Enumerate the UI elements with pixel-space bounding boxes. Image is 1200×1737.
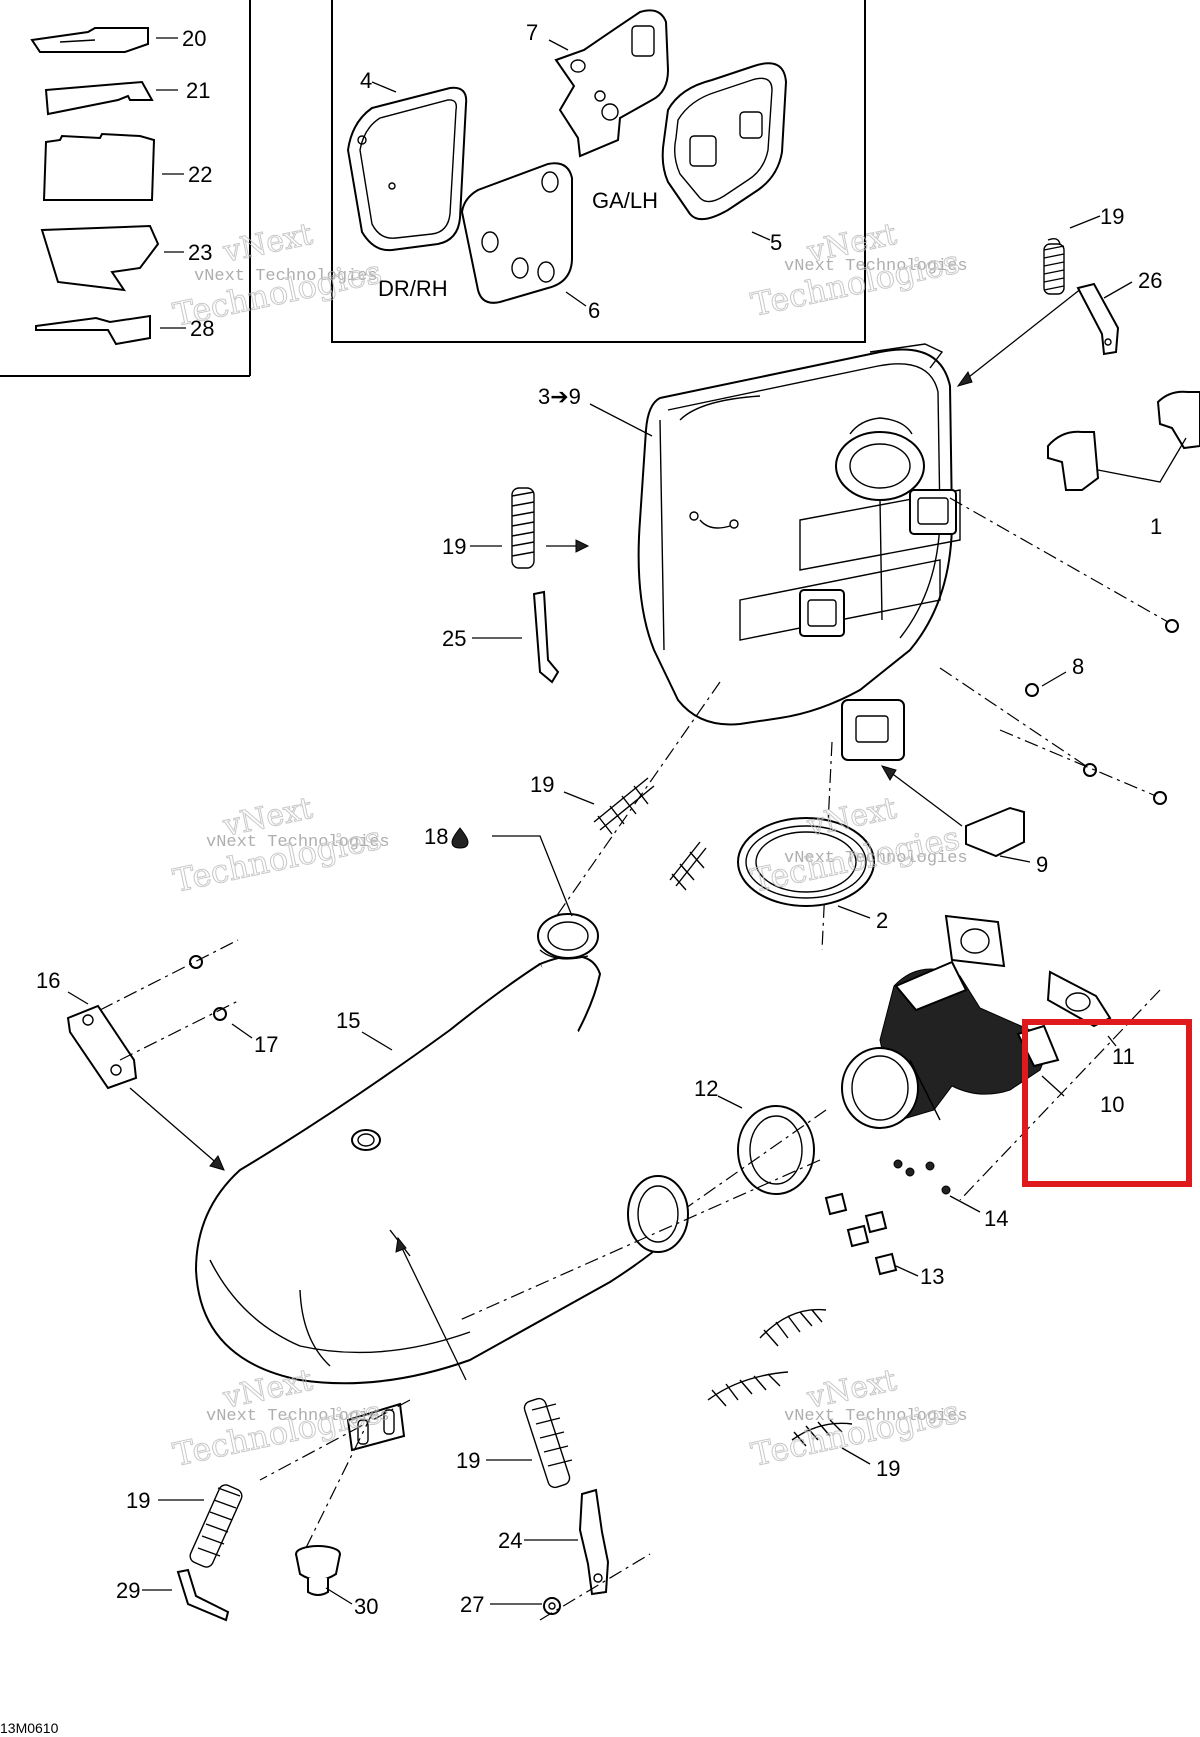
plate-7 [554,9,670,158]
callout-8: 8 [1072,654,1084,679]
callout-9: 9 [1036,852,1048,877]
spring-19-lower-mid [523,1397,573,1489]
callout-19-left: 19 [442,534,466,559]
bracket-16 [66,1004,138,1090]
svg-text:vNext Technologies: vNext Technologies [784,257,968,276]
sealing-ring-12 [737,1105,815,1195]
callout-5: 5 [770,230,782,255]
callout-10: 10 [1100,1092,1124,1117]
spring-19-top [1043,237,1065,295]
callout-19-top: 19 [1100,204,1124,229]
callout-3-to-9: 3➔9 [538,384,581,409]
spring-19-lower-right-1 [759,1308,827,1347]
callout-1: 1 [1150,514,1162,539]
bracket-25 [532,590,560,684]
heat-pad-20 [30,27,149,53]
callout-20: 20 [182,26,206,51]
callout-19-mid: 19 [530,772,554,797]
gasket-11-top [944,914,1006,968]
callout-26: 26 [1138,268,1162,293]
callout-2: 2 [876,908,888,933]
heat-pad-22 [42,132,156,201]
bumper-1-lower [1047,430,1100,491]
spring-19-mid [593,777,655,835]
heat-pad-21 [44,80,154,116]
callout-21: 21 [186,78,210,103]
svg-text:vNext Technologies: vNext Technologies [206,1407,390,1426]
center-inset-frame [331,0,866,343]
callout-19-lower-mid: 19 [456,1448,480,1473]
callout-13: 13 [920,1264,944,1289]
callout-15: 15 [336,1008,360,1033]
plate-4 [346,86,468,252]
plate-5 [661,62,788,221]
callout-16: 16 [36,968,60,993]
callout-23: 23 [188,240,212,265]
bracket-29 [176,1568,230,1622]
highlight-box-part-10 [1022,1019,1192,1187]
spring-19-mid-2 [669,841,707,891]
spring-19-lower-left [189,1484,243,1568]
bolts-13 [824,1192,898,1276]
bumper-9 [965,806,1025,858]
callout-28: 28 [190,316,214,341]
tuned-pipe-15 [194,913,689,1385]
heat-pad-28 [35,314,151,346]
callout-7: 7 [526,20,538,45]
inset-label-dr-rh: DR/RH [378,276,448,301]
svg-text:vNext Technologies: vNext Technologies [784,1407,968,1426]
spring-19-lower-right-3 [791,1419,853,1447]
callout-11: 11 [1112,1044,1135,1069]
heat-pad-23 [40,224,160,292]
svg-text:vNext: vNext [219,217,315,270]
gasket-11-right [1046,970,1112,1028]
exhaust-manifold-10 [841,960,1060,1129]
spring-19-left [511,487,535,569]
callout-17: 17 [254,1032,278,1057]
callout-19-lower-left: 19 [126,1488,150,1513]
watermark-mid-left: vNext vNext Technologies Technologies [169,790,390,900]
bracket-26 [1076,282,1120,356]
grommet-17 [189,955,227,1021]
bracket-mount-lower [346,1402,406,1452]
diagram-code: 13M0610 [0,1720,59,1736]
inset-label-ga-lh: GA/LH [592,188,658,213]
fastener-27 [543,1597,561,1615]
svg-text:vNext Technologies: vNext Technologies [194,267,378,286]
callout-19-lower-right: 19 [876,1456,900,1481]
callout-6: 6 [588,298,600,323]
svg-text:vNext Technologies: vNext Technologies [206,833,390,852]
callout-24: 24 [498,1528,522,1553]
watermark-top-left: vNext vNext Technologies Technologies [169,216,385,334]
callout-4: 4 [360,68,372,93]
muffler-assembly [637,343,961,761]
callout-25: 25 [442,626,466,651]
plate-6 [460,162,573,304]
svg-text:vNext Technologies: vNext Technologies [784,849,968,868]
spring-19-lower-right-2 [707,1371,789,1407]
callout-27: 27 [460,1592,484,1617]
bracket-24 [578,1488,610,1596]
damper-30 [295,1545,341,1596]
left-inset-frame [0,0,251,377]
callout-22: 22 [188,162,212,187]
callout-30: 30 [354,1594,378,1619]
nuts-14 [893,1159,951,1195]
bumper-1-upper [1156,390,1200,450]
screw-8 [1025,619,1179,805]
gasket-2 [737,817,875,907]
callout-18: 18 [424,824,448,849]
callout-14: 14 [984,1206,1008,1231]
callout-12: 12 [694,1076,718,1101]
callout-29: 29 [116,1578,140,1603]
